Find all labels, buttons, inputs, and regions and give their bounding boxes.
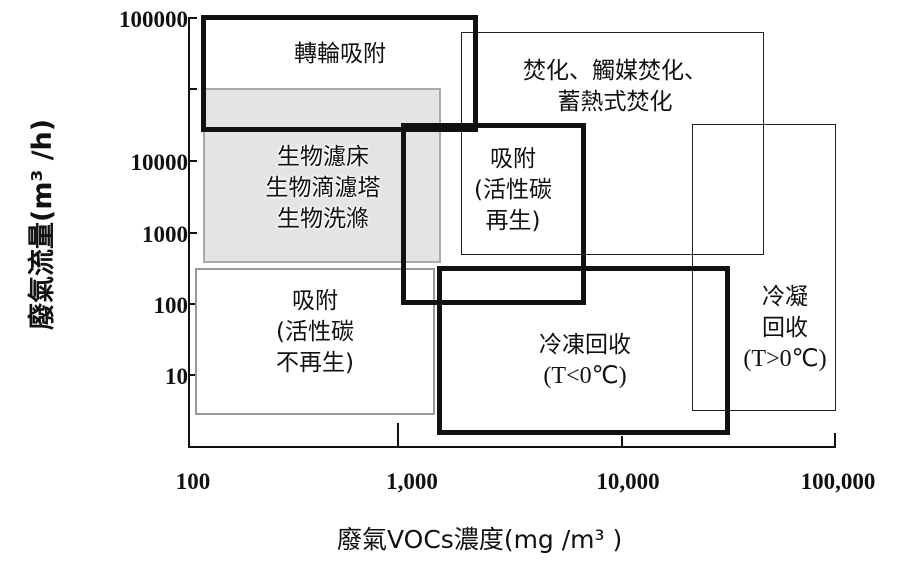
region-rotor-adsorption xyxy=(201,15,478,132)
region-adsorption-non-regenerating xyxy=(195,268,435,415)
label-line: 回收 xyxy=(762,315,808,341)
label-line: (T<0℃) xyxy=(543,363,627,389)
label-adsorption-non-regenerating: 吸附 (活性碳 不再生) xyxy=(250,286,380,379)
label-line: (T>0℃) xyxy=(743,346,827,372)
label-line: 焚化、觸媒焚化、 xyxy=(523,58,707,84)
label-line: 冷凝 xyxy=(762,284,808,310)
y-tick-label: 1000 xyxy=(142,222,188,247)
y-axis-title: 廢氣流量(m³ /h) xyxy=(27,118,58,330)
label-line: 冷凍回收 xyxy=(539,332,631,358)
label-line: 吸附 xyxy=(490,146,536,172)
x-tick-label: 100,000 xyxy=(800,469,876,494)
region-adsorption-regenerating xyxy=(401,123,586,305)
label-line: 蓄熱式焚化 xyxy=(557,89,673,115)
y-tick-label: 100 xyxy=(153,293,189,318)
label-line: 吸附 xyxy=(292,288,338,314)
y-tick-label: 100000 xyxy=(119,7,188,32)
region-incineration xyxy=(461,32,764,255)
label-refrigeration-recovery: 冷凍回收 (T<0℃) xyxy=(500,330,670,392)
label-line: 生物濾床 xyxy=(277,144,369,170)
label-rotor-adsorption: 轉輪吸附 xyxy=(260,39,420,70)
region-refrigeration-recovery xyxy=(437,266,730,435)
y-tick-label: 10 xyxy=(165,364,188,389)
label-condensation-recovery: 冷凝 回收 (T>0℃) xyxy=(730,282,840,375)
y-tick-label: 10000 xyxy=(130,150,189,175)
label-adsorption-regenerating: 吸附 (活性碳 再生) xyxy=(448,144,578,237)
label-line: (活性碳 xyxy=(474,177,552,203)
label-line: 不再生) xyxy=(276,350,354,376)
label-line: 再生) xyxy=(485,208,541,234)
label-biological: 生物濾床 生物滴濾塔 生物洗滌 xyxy=(238,142,408,235)
label-line: 生物滴濾塔 xyxy=(265,175,381,201)
x-tick-label: 10,000 xyxy=(596,469,660,494)
x-tick-label: 100 xyxy=(175,469,211,494)
label-line: 轉輪吸附 xyxy=(294,41,386,67)
x-tick-label: 1,000 xyxy=(386,469,438,494)
label-line: (活性碳 xyxy=(276,319,354,345)
label-line: 生物洗滌 xyxy=(277,206,369,232)
x-axis-title: 廢氣VOCs濃度(mg /m³ ) xyxy=(337,525,623,554)
label-incineration: 焚化、觸媒焚化、 蓄熱式焚化 xyxy=(470,56,760,118)
